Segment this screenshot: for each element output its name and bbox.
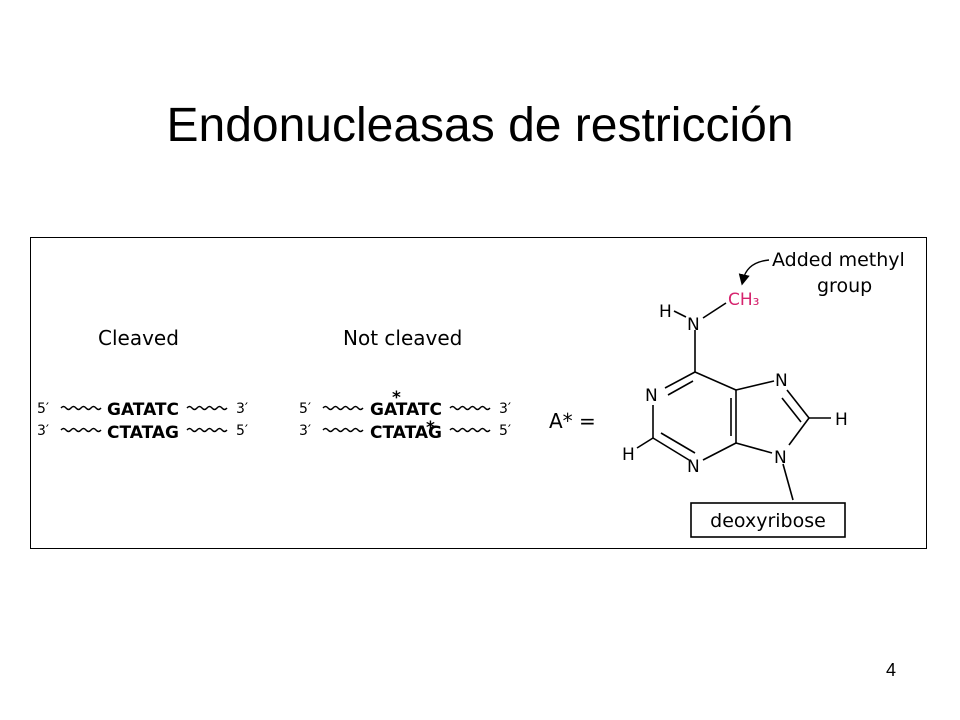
not-cleaved-bottom-right-squiggle (449, 427, 491, 433)
atom-h8: H (835, 410, 848, 430)
cleaved-bottom-right-end: 5′ (236, 423, 248, 439)
methyl-mark-top: * (392, 388, 401, 408)
cleaved-top-sequence: GATATC (107, 400, 179, 420)
deoxyribose-label: deoxyribose (710, 510, 826, 532)
cleaved-bottom-left-squiggle (60, 427, 102, 433)
cleaved-heading: Cleaved (98, 326, 179, 350)
cleaved-top-left-squiggle (60, 405, 102, 411)
figure-panel: Cleaved 5′ GATATC 3′ 3′ CTATAG 5′ Not cl… (30, 237, 927, 549)
cleaved-top-right-squiggle (186, 405, 228, 411)
page-number: 4 (886, 660, 897, 680)
not-cleaved-top-right-end: 3′ (499, 401, 511, 417)
not-cleaved-heading: Not cleaved (343, 326, 462, 350)
methyl-adenine-label: A* = (549, 409, 596, 433)
cleaved-bottom-left-end: 3′ (37, 423, 49, 439)
not-cleaved-top-left-squiggle (322, 405, 364, 411)
methyl-mark-bottom: * (426, 418, 435, 438)
atom-n1: N (645, 386, 658, 406)
atom-n9: N (774, 448, 787, 468)
atom-h-amine: H (659, 302, 672, 322)
cleaved-top-left-end: 5′ (37, 401, 49, 417)
deoxyribose-box (690, 502, 846, 538)
adenine-ring-bonds (636, 302, 831, 501)
atom-n7: N (775, 371, 788, 391)
slide-title: Endonucleasas de restricción (166, 99, 794, 152)
methyl-group: CH₃ (728, 290, 759, 310)
annotation-line-1: Added methyl (772, 249, 905, 271)
not-cleaved-bottom-left-squiggle (322, 427, 364, 433)
not-cleaved-top-sequence: GATATC (370, 400, 442, 420)
cleaved-bottom-right-squiggle (186, 427, 228, 433)
annotation-arrow (738, 259, 770, 286)
annotation-line-2: group (817, 275, 872, 297)
not-cleaved-top-right-squiggle (449, 405, 491, 411)
not-cleaved-bottom-right-end: 5′ (499, 423, 511, 439)
not-cleaved-bottom-sequence: CTATAG (370, 423, 442, 443)
atom-n3: N (687, 457, 700, 477)
cleaved-bottom-sequence: CTATAG (107, 423, 179, 443)
not-cleaved-bottom-left-end: 3′ (299, 423, 311, 439)
atom-h2: H (622, 445, 635, 465)
atom-n6: N (687, 315, 700, 335)
not-cleaved-top-left-end: 5′ (299, 401, 311, 417)
methylation-diagram: Cleaved 5′ GATATC 3′ 3′ CTATAG 5′ Not cl… (37, 249, 905, 538)
cleaved-top-right-end: 3′ (236, 401, 248, 417)
